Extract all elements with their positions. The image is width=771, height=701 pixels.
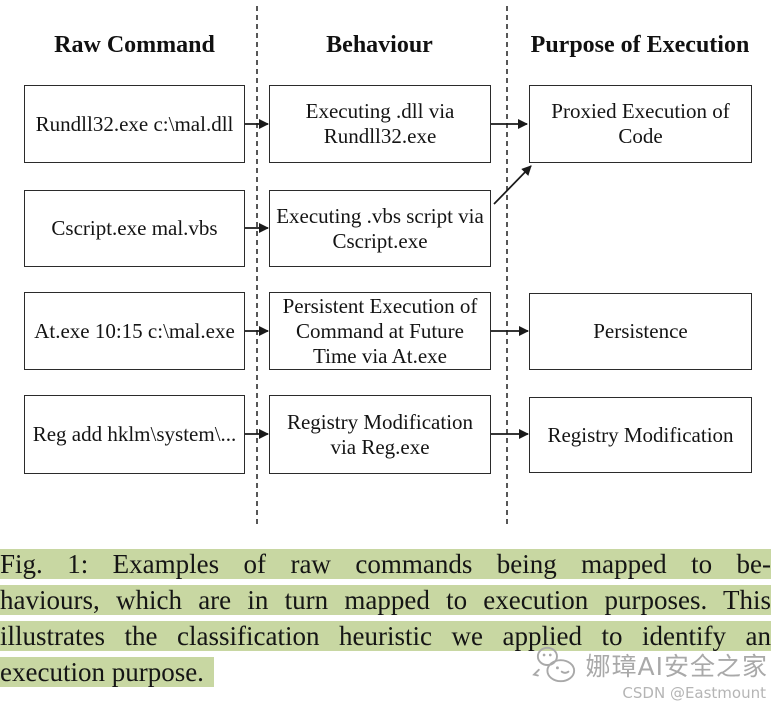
caption-line-2: haviours, which are in turn mapped to ex… bbox=[0, 585, 771, 615]
purpose-box-proxied-execution: Proxied Execution of Code bbox=[529, 85, 752, 163]
column-header-behaviour: Behaviour bbox=[326, 32, 433, 58]
caption-line-1: Fig. 1: Examples of raw commands being m… bbox=[0, 549, 771, 579]
behaviour-box-registry: Registry Modification via Reg.exe bbox=[269, 395, 491, 474]
watermark-site-name: 娜璋AI安全之家 bbox=[585, 652, 768, 681]
caption-line-4-wrap: execution purpose. bbox=[0, 657, 771, 688]
figure-caption: Fig. 1: Examples of raw commands being m… bbox=[0, 549, 771, 688]
behaviour-box-vbs: Executing .vbs script via Cscript.exe bbox=[269, 190, 491, 267]
raw-command-box-cscript: Cscript.exe mal.vbs bbox=[24, 190, 245, 267]
behaviour-box-dll: Executing .dll via Rundll32.exe bbox=[269, 85, 491, 163]
raw-command-box-rundll32: Rundll32.exe c:\mal.dll bbox=[24, 85, 245, 163]
watermark: 娜璋AI安全之家 CSDN @Eastmount bbox=[531, 644, 768, 701]
mascot-icon bbox=[531, 646, 575, 683]
purpose-box-registry-modification: Registry Modification bbox=[529, 397, 752, 473]
raw-command-box-at: At.exe 10:15 c:\mal.exe bbox=[24, 292, 245, 370]
purpose-box-persistence: Persistence bbox=[529, 293, 752, 370]
raw-command-box-reg: Reg add hklm\system\... bbox=[24, 395, 245, 474]
column-header-raw-command: Raw Command bbox=[54, 32, 215, 58]
watermark-credit: CSDN @Eastmount bbox=[622, 684, 766, 701]
caption-line-3: illustrates the classification heuristic… bbox=[0, 621, 771, 651]
connector-arrows bbox=[241, 6, 532, 527]
column-header-purpose-of-execution: Purpose of Execution bbox=[530, 32, 750, 58]
arrow-beh2-pur1-diagonal bbox=[493, 165, 532, 205]
caption-line-4: execution purpose. bbox=[0, 657, 214, 687]
behaviour-box-persistent-execution: Persistent Execution of Command at Futur… bbox=[269, 292, 491, 370]
